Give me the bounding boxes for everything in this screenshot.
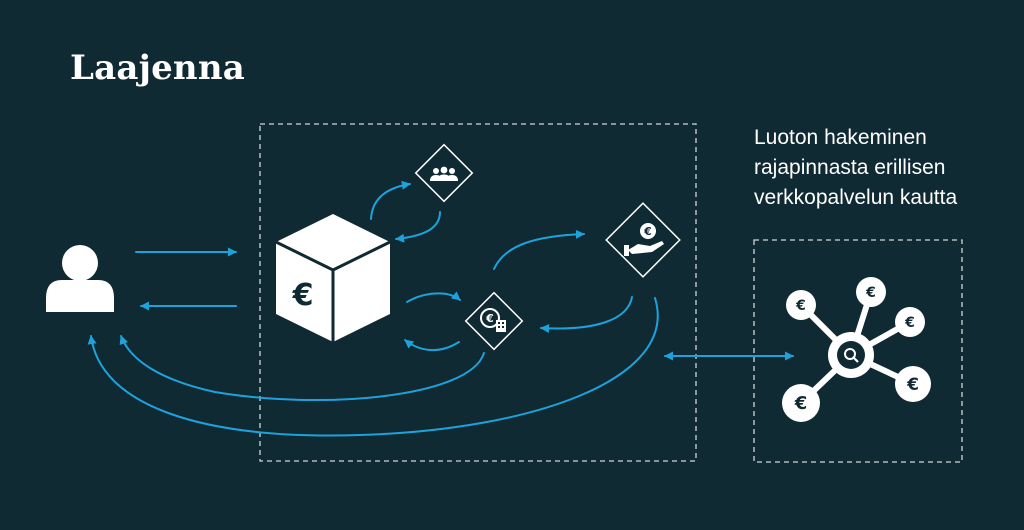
arrow-hand-coin-to-user (87, 297, 659, 437)
arrow-calculator-to-user (119, 335, 485, 401)
arrow-cube-to-calculator (406, 291, 461, 303)
euro-calculator-icon: € (464, 291, 524, 351)
euro-search-network-icon: € € € € € (782, 277, 931, 422)
node-euro-symbol: € (906, 375, 919, 395)
hand-euro-coin-icon: € (605, 202, 681, 278)
svg-text:€: € (485, 312, 494, 325)
platform-frame (259, 123, 697, 462)
node-euro-symbol: € (904, 315, 915, 331)
arrow-people-to-cube (395, 211, 441, 243)
caption-line-3: verkkopalvelun kautta (754, 186, 958, 209)
arrow-calculator-to-cube (404, 339, 460, 351)
page-title: Laajenna (70, 48, 245, 88)
node-euro-symbol: € (795, 298, 806, 314)
euro-cube-icon: € (275, 214, 391, 342)
user-icon (46, 245, 114, 312)
node-euro-symbol: € (865, 285, 876, 301)
arrow-hand-coin-to-calculator (540, 296, 633, 333)
caption-line-1: Luoton hakeminen (754, 126, 927, 149)
node-euro-symbol: € (794, 393, 808, 414)
caption-line-2: rajapinnasta erillisen (754, 156, 946, 179)
external-service-frame (753, 239, 963, 463)
people-icon (414, 143, 474, 203)
arrow-to-hand-coin (493, 229, 585, 270)
cube-euro-symbol: € (292, 278, 314, 313)
arrow-cube-to-people (370, 180, 411, 220)
service-caption: Luoton hakeminen rajapinnasta erillisen … (754, 123, 957, 213)
svg-text:€: € (643, 225, 652, 238)
